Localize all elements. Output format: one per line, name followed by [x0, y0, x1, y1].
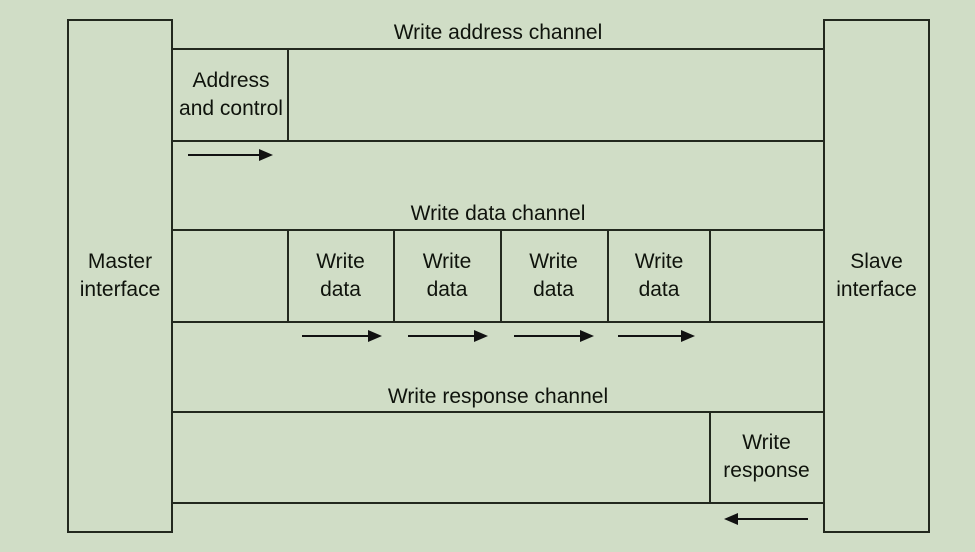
address-and-control-cell: Address and control: [173, 67, 289, 123]
address-and-control-cell-divider: [287, 48, 289, 142]
write-address-channel-bottom-border: [173, 140, 823, 142]
arrow-head: [681, 330, 695, 342]
slave-interface-label-line2: interface: [836, 278, 917, 301]
write-data-line2: data: [320, 278, 361, 301]
write-response-channel-bottom-border: [173, 502, 823, 504]
write-address-channel-top-border: [173, 48, 823, 50]
slave-interface-label: Slave interface: [836, 248, 917, 304]
write-response-line2: response: [723, 459, 810, 482]
arrow-shaft: [302, 335, 370, 337]
write-data-line2: data: [533, 278, 574, 301]
write-data-channel-top-border: [173, 229, 823, 231]
arrow-shaft: [736, 518, 808, 520]
write-data-arrow-right-icon: [514, 330, 594, 342]
write-response-channel-label: Write response channel: [387, 385, 609, 408]
master-interface-label-line1: Master: [87, 250, 153, 273]
write-data-cell: Write data: [394, 248, 500, 304]
arrow-head: [580, 330, 594, 342]
slave-interface-box: Slave interface: [823, 19, 930, 533]
write-data-cell-divider: [500, 229, 502, 323]
write-data-cell-divider: [607, 229, 609, 323]
address-and-control-line1: Address: [192, 69, 270, 92]
write-response-channel-top-border: [173, 411, 823, 413]
arrow-shaft: [188, 154, 261, 156]
slave-interface-label-line1: Slave: [850, 250, 903, 273]
write-response-arrow-left-icon: [724, 513, 808, 525]
write-data-line1: Write: [422, 250, 472, 273]
master-interface-label: Master interface: [80, 248, 161, 304]
write-data-channel-bottom-border: [173, 321, 823, 323]
write-data-arrow-right-icon: [408, 330, 488, 342]
master-interface-box: Master interface: [67, 19, 173, 533]
write-address-arrow-right-icon: [188, 149, 273, 161]
write-data-cell: Write data: [500, 248, 607, 304]
write-data-line1: Write: [529, 250, 578, 273]
write-address-channel-label: Write address channel: [393, 21, 603, 44]
arrow-shaft: [514, 335, 582, 337]
write-data-cell-divider: [709, 229, 711, 323]
write-response-line1: Write: [742, 431, 791, 454]
arrow-head: [259, 149, 273, 161]
write-data-line1: Write: [316, 250, 365, 273]
arrow-shaft: [618, 335, 683, 337]
write-data-arrow-right-icon: [302, 330, 382, 342]
write-data-arrow-right-icon: [618, 330, 695, 342]
write-response-cell: Write response: [710, 429, 823, 485]
write-data-cell-divider: [287, 229, 289, 323]
write-data-line2: data: [638, 278, 680, 301]
arrow-head: [724, 513, 738, 525]
master-interface-label-line2: interface: [79, 278, 161, 301]
arrow-head: [474, 330, 488, 342]
write-data-cell-divider: [393, 229, 395, 323]
write-data-cell: Write data: [607, 248, 711, 304]
arrow-head: [368, 330, 382, 342]
arrow-shaft: [408, 335, 476, 337]
write-data-cell: Write data: [287, 248, 394, 304]
write-response-cell-divider: [709, 411, 711, 504]
write-data-line2: data: [426, 278, 468, 301]
write-data-line1: Write: [634, 250, 684, 273]
address-and-control-line2: and control: [179, 97, 283, 120]
write-data-channel-label: Write data channel: [410, 202, 586, 225]
